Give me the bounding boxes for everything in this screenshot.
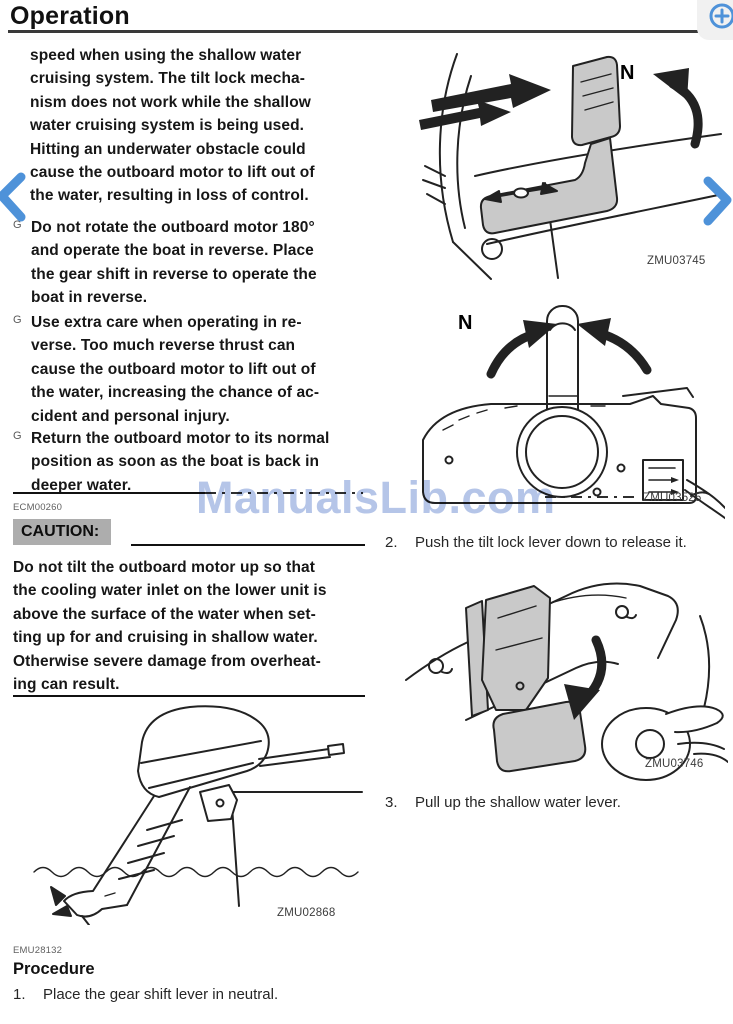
chevron-left-icon [0,172,26,222]
ecm-code: ECM00260 [13,502,63,513]
section-divider [13,492,205,494]
procedure-step-2: 2. Push the tilt lock lever down to rele… [385,534,730,551]
section-divider-dashed [205,492,363,494]
emu-code: EMU28132 [13,945,63,956]
caution-end-rule [13,695,365,697]
zoom-in-button[interactable] [697,0,733,40]
figure-label: ZMU03745 [647,255,706,267]
figure-label: ZMU03746 [645,758,704,770]
chevron-right-icon [703,176,732,226]
figure-label: ZMU02868 [277,907,336,919]
step-text: Place the gear shift lever in neutral. [43,986,279,1003]
neutral-annotation: N [620,62,635,84]
prev-page-button[interactable] [0,172,26,222]
bullet-text: Use extra care when operating in re- ver… [31,314,320,425]
bullet-marker: G [13,314,22,326]
bullet-text: Return the outboard motor to its normal … [31,430,330,494]
step-number: 3. [385,794,398,811]
procedure-step-3: 3. Pull up the shallow water lever. [385,794,730,811]
neutral-annotation: N [458,312,473,334]
manualslib-watermark: ManualsLib.com [196,472,556,523]
step-text: Push the tilt lock lever down to release… [415,534,687,551]
zoom-in-icon [709,3,733,29]
bullet-marker: G [13,430,22,442]
bullet-item: G Do not rotate the outboard motor 180° … [13,216,367,310]
figure-tilt-lock-lever [398,558,728,783]
caution-rule [131,544,365,546]
caution-badge: CAUTION: [13,519,112,545]
figure-shift-lever-tiller [419,48,725,280]
caution-paragraph: Do not tilt the outboard motor up so tha… [13,559,327,694]
watermark-strike-line [545,496,637,498]
next-page-button[interactable] [703,176,733,226]
step-text: Pull up the shallow water lever. [415,794,621,811]
figure-label: ZMU03525 [643,492,702,504]
bullet-text: Do not rotate the outboard motor 180° an… [31,219,317,307]
figure-remote-control-lever [395,300,725,522]
procedure-step-1: 1. Place the gear shift lever in neutral… [13,986,373,1003]
figure-outboard-tilted [30,700,365,925]
bullet-marker: G [13,219,22,231]
title-underline [8,30,698,33]
bullet-item: G Use extra care when operating in re- v… [13,311,367,428]
step-number: 1. [13,986,26,1003]
intro-paragraph: speed when using the shallow water cruis… [30,47,315,205]
bullet-item: G Return the outboard motor to its norma… [13,427,367,497]
page-title: Operation [10,2,130,30]
step-number: 2. [385,534,398,551]
procedure-heading: Procedure [13,960,95,978]
